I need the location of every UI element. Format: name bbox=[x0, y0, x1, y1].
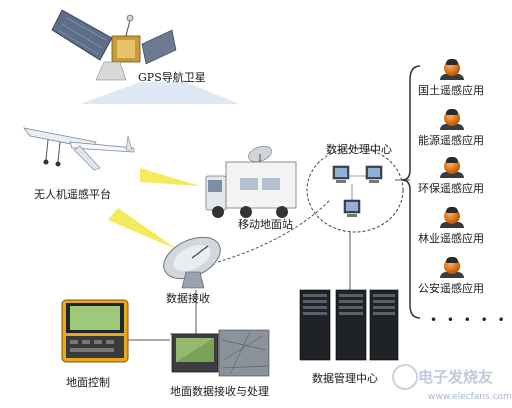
server-racks-icon bbox=[299, 289, 399, 361]
app-user-body bbox=[440, 124, 464, 130]
ground-processing-label: 地面数据接收与处理 bbox=[170, 385, 269, 398]
application-item: 能源遥感应用 bbox=[418, 134, 484, 147]
satellite-label: GPS导航卫星 bbox=[138, 71, 206, 84]
application-item: 国土遥感应用 bbox=[418, 84, 484, 97]
watermark-logo-icon bbox=[392, 364, 418, 390]
more-applications-ellipsis: • • • • • bbox=[430, 313, 508, 327]
ground-control-laptop-icon bbox=[61, 299, 129, 363]
satellite-icon bbox=[51, 9, 177, 81]
user-avatar-icon bbox=[444, 59, 460, 76]
watermark-text: 电子发烧友 bbox=[418, 368, 494, 386]
data-management-label: 数据管理中心 bbox=[312, 372, 378, 385]
user-avatar-icon bbox=[444, 157, 460, 174]
watermark-url: www.elecfans.com bbox=[428, 392, 512, 402]
application-item: 林业遥感应用 bbox=[418, 232, 484, 245]
user-avatar-icon bbox=[444, 109, 460, 126]
processing-center-label: 数据处理中心 bbox=[326, 143, 392, 156]
workstation-icons bbox=[332, 165, 383, 217]
uav-icon bbox=[23, 127, 135, 171]
truck-icon bbox=[205, 145, 297, 218]
satellite-beam bbox=[80, 82, 240, 104]
app-user-body bbox=[440, 222, 464, 228]
user-avatar-icon bbox=[444, 257, 460, 274]
app-user-body bbox=[440, 272, 464, 278]
receiver-label: 数据接收 bbox=[166, 292, 210, 305]
mobile-station-label: 移动地面站 bbox=[238, 218, 293, 231]
application-item: 公安遥感应用 bbox=[418, 282, 484, 295]
ground-processing-screen-icon bbox=[171, 329, 270, 377]
app-user-body bbox=[440, 74, 464, 80]
uav-label: 无人机遥感平台 bbox=[34, 188, 111, 201]
ground-control-label: 地面控制 bbox=[66, 376, 110, 389]
signal-beams bbox=[108, 168, 200, 250]
app-user-body bbox=[440, 172, 464, 178]
processing-center-boundary bbox=[306, 147, 404, 233]
user-avatar-icon bbox=[444, 207, 460, 224]
application-item: 环保遥感应用 bbox=[418, 182, 484, 195]
satellite-dish-icon bbox=[163, 236, 221, 289]
